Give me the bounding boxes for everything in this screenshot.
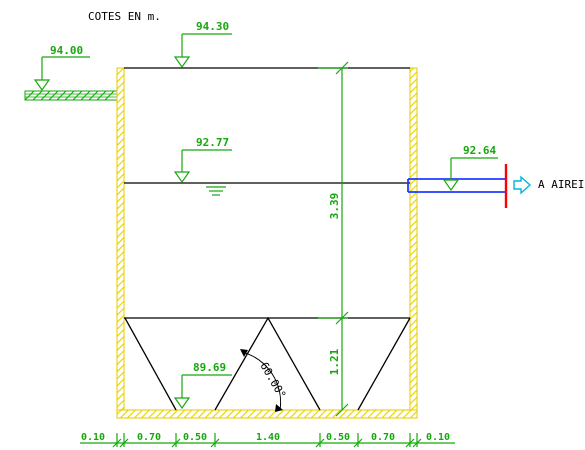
bottom-dim-2: 0.70 (137, 432, 161, 443)
bottom-dim-6: 0.70 (371, 432, 395, 443)
bottom-slab (116, 409, 418, 419)
bottom-dim-7: 0.10 (426, 432, 450, 443)
vertical-dimension-lower: 1.21 (328, 348, 341, 375)
bottom-dimension-chain (80, 433, 455, 448)
elevation-top-label: 94.30 (196, 20, 229, 33)
outlet-arrow-icon (513, 175, 532, 195)
angle-arrow-icon (275, 404, 283, 412)
angle-arc (241, 351, 282, 411)
elevation-outlet-label: 92.64 (463, 144, 496, 157)
elevation-marker-bottom (173, 374, 232, 410)
elevation-bottom-label: 89.69 (193, 361, 226, 374)
elevation-marker-water (173, 149, 232, 184)
hopper-bottom (124, 316, 411, 411)
elevation-ground-label: 94.00 (50, 44, 83, 57)
elevation-water-label: 92.77 (196, 136, 229, 149)
elevation-marker-ground (33, 56, 90, 92)
vertical-dimension (318, 61, 349, 417)
ground-terrain (24, 90, 118, 101)
vertical-dimension-upper: 3.39 (328, 193, 341, 220)
bottom-dim-4: 1.40 (256, 432, 280, 443)
elevation-marker-outlet (442, 157, 498, 192)
water-level-symbol (206, 186, 226, 196)
right-wall (409, 67, 418, 419)
angle-label: 60.00° (257, 360, 288, 401)
angle-arrow-icon (240, 349, 248, 357)
elevation-marker-top (173, 33, 232, 69)
left-wall (116, 67, 125, 419)
bottom-dim-1: 0.10 (81, 432, 105, 443)
outlet-pipe (407, 164, 508, 208)
units-note: COTES EN m. (88, 10, 161, 23)
bottom-dim-3: 0.50 (183, 432, 207, 443)
outlet-label: A AIREIG (538, 178, 585, 191)
bottom-dim-5: 0.50 (326, 432, 350, 443)
